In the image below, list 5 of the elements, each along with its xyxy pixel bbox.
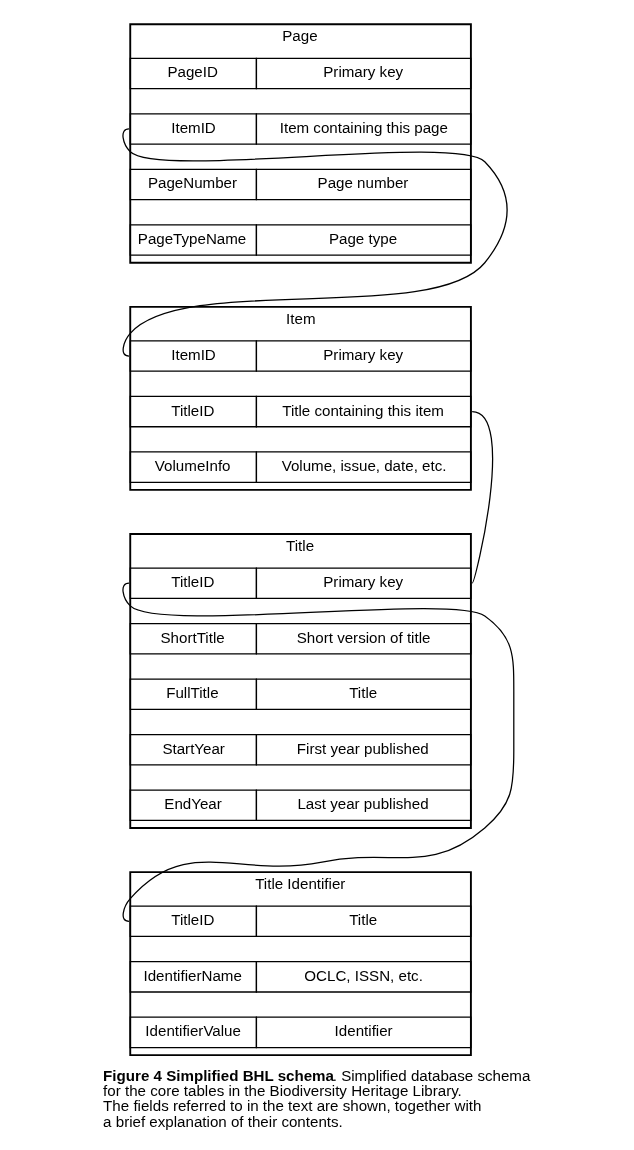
caption: a brief explanation of their contents. [103, 1112, 343, 1130]
connector [122, 128, 508, 357]
connector [122, 582, 515, 922]
diagram-title: Figure 4 Simplified BHL schema [103, 1067, 334, 1085]
connector [471, 411, 494, 584]
